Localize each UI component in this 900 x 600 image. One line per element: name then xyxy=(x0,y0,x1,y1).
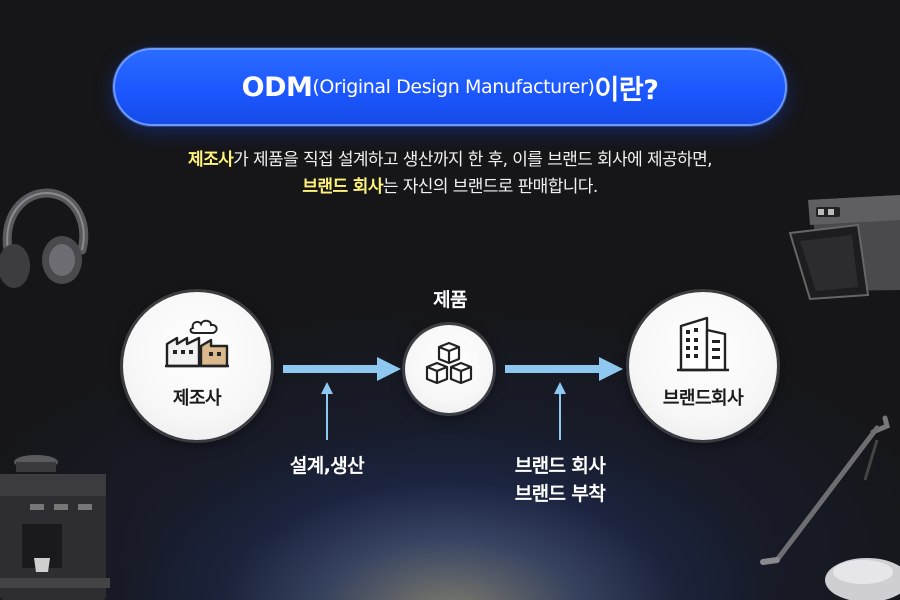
building-icon xyxy=(677,316,729,372)
espresso-machine-icon xyxy=(0,455,110,600)
title-subtitle: (Original Design Manufacturer) xyxy=(312,76,595,98)
title-suffix: 이란? xyxy=(594,74,659,106)
step-design-production-label: 설계,생산 xyxy=(289,455,365,477)
manufacturer-node: 제조사 xyxy=(123,292,271,440)
highlight-brand-company: 브랜드 회사 xyxy=(302,177,383,197)
arrow-up-brand xyxy=(554,382,566,440)
highlight-manufacturer: 제조사 xyxy=(188,150,234,170)
vacuum-cleaner-icon xyxy=(760,415,900,600)
description-text-2: 는 자신의 브랜드로 판매합니다. xyxy=(382,177,598,197)
description-line-2: 브랜드 회사는 자신의 브랜드로 판매합니다. xyxy=(60,174,840,201)
title-banner: ODM(Original Design Manufacturer)이란? xyxy=(113,48,787,126)
title-prefix: ODM xyxy=(241,71,313,103)
headphones-icon xyxy=(0,188,89,288)
brand-company-node: 브랜드회사 xyxy=(629,292,777,440)
description-line-1: 제조사가 제품을 직접 설계하고 생산까지 한 후, 이를 브랜드 회사에 제공… xyxy=(60,147,840,174)
product-label: 제품 xyxy=(433,289,467,311)
description: 제조사가 제품을 직접 설계하고 생산까지 한 후, 이를 브랜드 회사에 제공… xyxy=(60,147,840,201)
arrow-manufacturer-to-product xyxy=(283,357,401,381)
arrow-up-design xyxy=(321,382,333,440)
product-node xyxy=(405,325,493,413)
description-text-1: 가 제품을 직접 설계하고 생산까지 한 후, 이를 브랜드 회사에 제공하면, xyxy=(233,150,712,170)
air-fryer-icon xyxy=(788,195,900,301)
factory-icon xyxy=(165,319,229,368)
step-brand-line-2: 브랜드 부착 xyxy=(514,483,606,505)
step-brand-line-1: 브랜드 회사 xyxy=(514,455,606,477)
boxes-icon xyxy=(425,341,473,385)
brand-company-label: 브랜드회사 xyxy=(662,388,744,409)
arrow-product-to-brand xyxy=(505,357,623,381)
manufacturer-label: 제조사 xyxy=(172,388,222,409)
